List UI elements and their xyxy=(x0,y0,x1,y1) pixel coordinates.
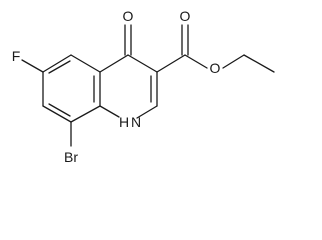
double-bond-inner-c5-c6 xyxy=(48,60,71,74)
bond-ch2-ch3 xyxy=(243,54,275,73)
bond-c4a-c4 xyxy=(99,54,129,73)
ring-nitrogen-label: H xyxy=(119,114,129,130)
pyridinone-ring xyxy=(99,54,158,119)
bond-c2-n1 xyxy=(136,105,158,119)
bond-c7-c8 xyxy=(42,105,72,123)
nitrogen-hydrogen-label: N xyxy=(131,114,141,130)
ester-ether-oxygen-label: O xyxy=(210,60,221,76)
bond-c5-c6 xyxy=(42,54,72,73)
ketone-group xyxy=(124,24,132,56)
bond-n1-c8a xyxy=(99,105,120,118)
ester-carbonyl-oxygen-label: O xyxy=(180,8,191,24)
fluorine-label: F xyxy=(12,48,21,64)
bromine-label: Br xyxy=(64,149,78,165)
bond-c3-ester-carbon xyxy=(156,54,186,73)
ketone-oxygen-label: O xyxy=(123,8,134,24)
ethyl-ester-group xyxy=(156,24,275,73)
bond-ester-carbon-oxygen xyxy=(184,54,208,69)
bond-oxygen-ch2 xyxy=(222,54,245,69)
bond-c8-c8a xyxy=(70,105,101,123)
benzene-ring xyxy=(42,54,101,123)
quinolone-structure-diagram: F Br O O O H N xyxy=(12,8,275,165)
bond-c4a-c5 xyxy=(70,54,101,73)
bond-c6-fluorine xyxy=(21,59,44,73)
bond-c4-c3 xyxy=(127,54,158,73)
double-bond-inner-c7-c8 xyxy=(48,103,71,117)
